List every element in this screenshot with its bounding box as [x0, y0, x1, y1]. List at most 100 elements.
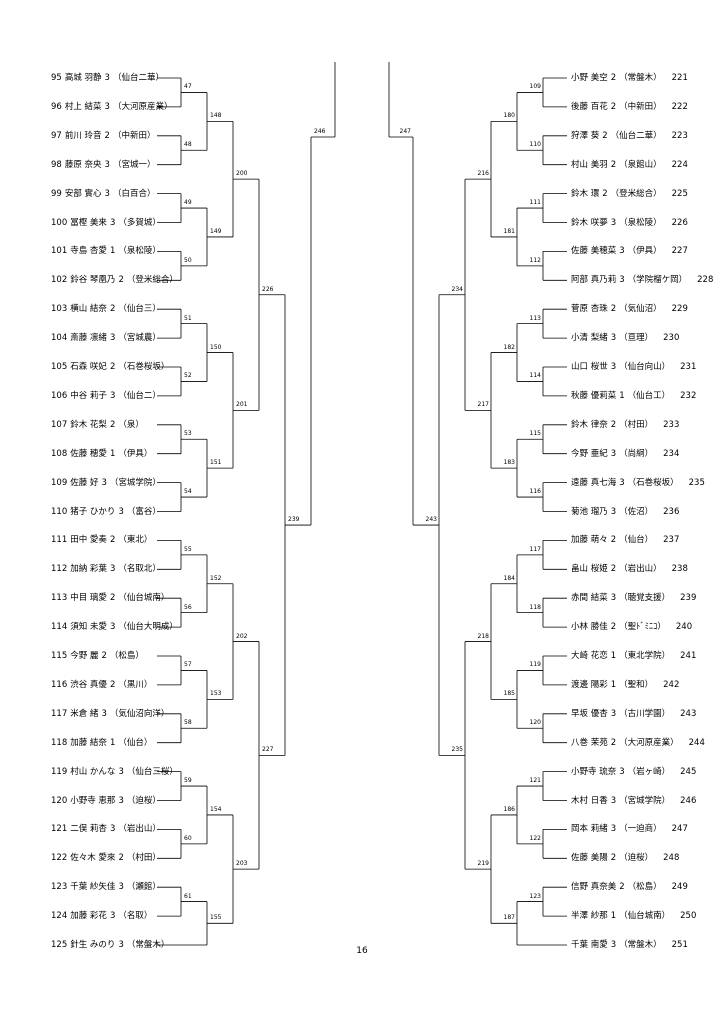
entry-school: （聖ﾄﾞﾐﾆｺ） — [619, 622, 666, 633]
match-number: 117 — [529, 545, 541, 553]
entry-name: 加藤 結奈 — [70, 737, 107, 748]
entry-name: 小野寺 恵那 — [70, 795, 116, 806]
entry-no: 234 — [663, 448, 680, 459]
match-number: 58 — [184, 719, 192, 727]
entry-no: 103 — [51, 304, 68, 315]
entry-grade: 3 — [104, 73, 110, 83]
entry-no: 101 — [51, 246, 68, 257]
entry-no: 110 — [51, 506, 68, 517]
match-number: 226 — [262, 285, 274, 293]
entry-grade: 1 — [610, 911, 617, 922]
entry-no: 107 — [51, 419, 68, 430]
entry-name: 渡邊 陽彩 — [571, 679, 608, 690]
entry-school: （気仙沼向洋） — [109, 708, 170, 719]
entry-school: （伊具） — [118, 448, 153, 459]
entry-grade: 1 — [109, 246, 116, 257]
entry-no: 235 — [688, 477, 705, 488]
entry-grade: 2 — [118, 853, 124, 864]
entry-no: 116 — [51, 679, 68, 690]
entry-name: 菊池 瑠乃 — [571, 506, 608, 517]
entry-grade: 2 — [610, 159, 617, 170]
entry-no: 249 — [671, 882, 688, 893]
entry-grade: 3 — [104, 188, 110, 199]
entry-school: （仙台工） — [627, 390, 671, 401]
match-number: 217 — [477, 401, 489, 409]
entry-grade: 3 — [610, 708, 617, 719]
entry-no: 119 — [51, 766, 68, 777]
match-number: 247 — [399, 128, 411, 135]
match-number: 49 — [184, 199, 192, 207]
entry-school: （名取） — [118, 911, 153, 922]
entry-name: 佐藤 穂愛 — [70, 448, 107, 459]
entry-school: （尚絅） — [619, 448, 654, 459]
entry-no: 236 — [663, 506, 680, 517]
entry-no: 108 — [51, 448, 68, 459]
entry-no: 238 — [671, 564, 688, 575]
entry-name: 狩澤 葵 — [571, 130, 600, 141]
entry-no: 98 — [51, 159, 62, 170]
entry-grade: 3 — [619, 246, 625, 257]
entry-no: 251 — [671, 940, 688, 950]
entry-school: （宮城一） — [112, 159, 156, 170]
entry-grade: 3 — [104, 159, 110, 170]
entry-school: （名取北） — [118, 564, 161, 575]
entry-no: 106 — [51, 390, 68, 401]
entry-name: 菅原 杏珠 — [571, 304, 608, 315]
entry-no: 97 — [51, 130, 62, 141]
entry-no: 109 — [51, 477, 68, 488]
entry-no: 246 — [680, 795, 697, 806]
match-number: 155 — [210, 914, 222, 922]
entry-no: 230 — [663, 333, 680, 344]
entry-school: （岩出山） — [619, 564, 662, 575]
entry-grade: 2 — [118, 275, 124, 286]
entry-school: （富谷） — [126, 506, 161, 517]
entry-no: 247 — [671, 824, 688, 835]
entry-grade: 3 — [118, 506, 124, 517]
entry-school: （岩ヶ崎） — [627, 766, 671, 777]
entry-grade: 2 — [610, 304, 617, 315]
entry-no: 105 — [51, 362, 68, 372]
entry-grade: 3 — [610, 593, 617, 604]
entry-name: 鈴木 花梨 — [70, 419, 107, 430]
entry-school: （大河原産業） — [619, 737, 679, 748]
match-number: 202 — [236, 632, 248, 640]
match-number: 121 — [529, 777, 541, 785]
entry-no: 123 — [51, 882, 68, 893]
entry-name: 八巻 茉苑 — [571, 737, 608, 748]
entry-no: 232 — [680, 390, 697, 401]
entry-grade: 1 — [109, 448, 116, 459]
entry-name: 早坂 優杏 — [571, 708, 608, 719]
entry-grade: 2 — [602, 130, 608, 141]
match-number: 118 — [529, 603, 541, 611]
entry-name: 須知 未愛 — [70, 622, 107, 633]
entry-name: 千葉 南愛 — [571, 940, 608, 950]
entry-school: （仙台二） — [118, 390, 161, 401]
match-number: 60 — [184, 834, 192, 842]
entry-name: 二俣 莉杏 — [70, 824, 107, 835]
entry-grade: 3 — [109, 217, 116, 228]
entry-name: 今野 亜紀 — [571, 448, 608, 459]
entry-grade: 2 — [619, 882, 625, 893]
entry-grade: 1 — [610, 651, 617, 661]
match-number: 120 — [529, 719, 541, 727]
match-number: 186 — [503, 805, 515, 813]
match-number: 216 — [477, 170, 489, 178]
entry-no: 240 — [675, 622, 693, 633]
entry-grade: 2 — [610, 73, 617, 83]
entry-grade: 3 — [118, 882, 124, 893]
entry-name: 木村 日香 — [571, 795, 608, 806]
